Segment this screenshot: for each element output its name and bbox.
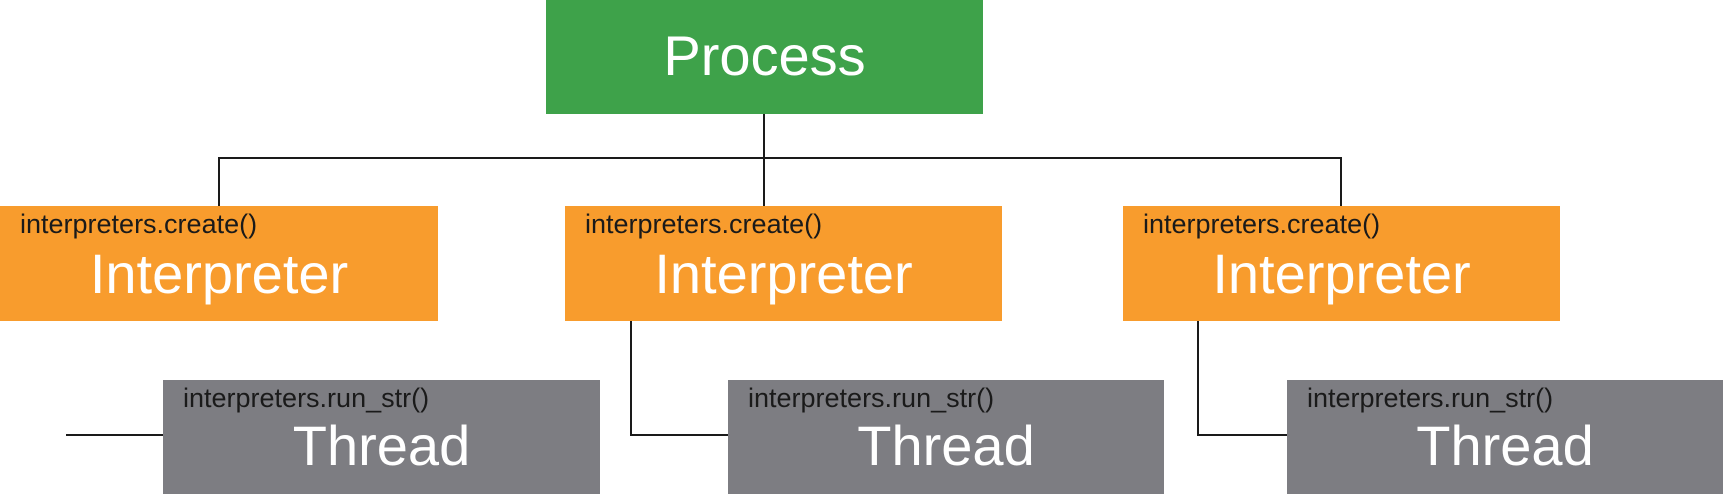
interpreter-create-annotation: interpreters.create()	[1143, 209, 1381, 239]
interpreter-node-left: interpreters.create() Interpreter	[0, 206, 438, 321]
connector-drop-right	[1340, 157, 1342, 207]
connector-thread-right-h	[1197, 434, 1287, 436]
thread-label: Thread	[1416, 414, 1594, 477]
connector-drop-middle	[763, 157, 765, 207]
connector-thread-left-stub	[66, 434, 163, 436]
interpreter-label: Interpreter	[89, 242, 349, 305]
connector-thread-middle-h	[630, 434, 728, 436]
thread-run-annotation: interpreters.run_str()	[748, 383, 995, 413]
connector-main-rail	[218, 157, 1342, 159]
process-node: Process	[546, 0, 983, 114]
connector-thread-right-v	[1197, 321, 1199, 436]
thread-node-right: interpreters.run_str() Thread	[1287, 380, 1723, 494]
thread-node-left: interpreters.run_str() Thread	[163, 380, 600, 494]
process-label: Process	[663, 24, 866, 87]
interpreter-label: Interpreter	[1212, 242, 1471, 305]
interpreter-create-annotation: interpreters.create()	[20, 209, 258, 239]
thread-label: Thread	[857, 414, 1035, 477]
interpreter-create-annotation: interpreters.create()	[585, 209, 823, 239]
thread-label: Thread	[292, 414, 471, 477]
connector-thread-middle-v	[630, 321, 632, 436]
interpreter-label: Interpreter	[654, 242, 913, 305]
connector-drop-left	[218, 157, 220, 207]
interpreter-node-right: interpreters.create() Interpreter	[1123, 206, 1560, 321]
thread-node-middle: interpreters.run_str() Thread	[728, 380, 1164, 494]
thread-run-annotation: interpreters.run_str()	[1307, 383, 1554, 413]
interpreter-node-middle: interpreters.create() Interpreter	[565, 206, 1002, 321]
thread-run-annotation: interpreters.run_str()	[183, 383, 430, 413]
connector-process-drop	[763, 114, 765, 159]
